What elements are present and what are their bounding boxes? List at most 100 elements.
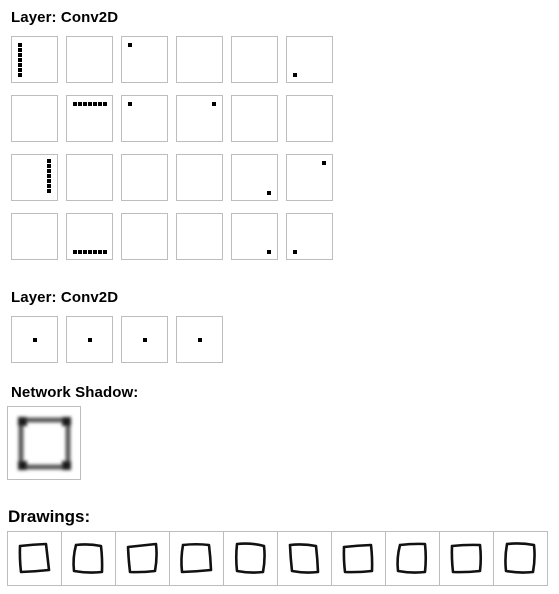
layer-1-filter-weights: [322, 161, 326, 165]
filter-pixel: [18, 73, 22, 77]
layer-1-filter-cell: [66, 213, 113, 260]
drawing-stroke: [18, 542, 51, 574]
hand-drawn-square-icon: [450, 543, 483, 574]
layer-1-filter-weights: [177, 214, 222, 259]
filter-pixel: [322, 161, 326, 165]
drawing-thumbnail: [223, 531, 278, 586]
filter-pixel: [73, 102, 77, 106]
layer-1-filter-weights: [73, 102, 107, 106]
filter-pixel: [128, 102, 132, 106]
filter-pixel: [88, 338, 92, 342]
hand-drawn-square-icon: [126, 542, 158, 574]
layer-1-filter-weights: [212, 102, 216, 106]
drawing-thumbnail: [115, 531, 170, 586]
layer-1-filter-cell: [286, 213, 333, 260]
hand-drawn-square-icon: [288, 543, 320, 574]
layer-2-filter-cell: [176, 316, 223, 363]
layer-1-filter-cell: [66, 36, 113, 83]
layer-1-filter-cell: [121, 154, 168, 201]
layer-1-filter-weights: [128, 43, 132, 47]
layer-1-filter-weights: [73, 250, 107, 254]
layer-1-filter-weights: [232, 96, 277, 141]
drawing-stroke: [396, 542, 428, 574]
filter-pixel: [47, 184, 51, 188]
filter-pixel: [18, 63, 22, 67]
filter-pixel: [47, 174, 51, 178]
layer-1-filter-grid: [11, 36, 333, 260]
drawing-thumbnail: [493, 531, 548, 586]
network-shadow-icon: [18, 417, 71, 470]
layer-1-filter-cell: [121, 213, 168, 260]
layer-1-filter-weights: [67, 155, 112, 200]
hand-drawn-square-icon: [504, 542, 536, 574]
layer-2-filter-weights: [198, 338, 202, 342]
filter-pixel: [267, 191, 271, 195]
drawing-thumbnail: [169, 531, 224, 586]
layer-1-filter-weights: [12, 214, 57, 259]
layer-2-filter-weights: [88, 338, 92, 342]
filter-pixel: [88, 250, 92, 254]
layer-1-filter-cell: [176, 95, 223, 142]
layer-1-filter-cell: [176, 154, 223, 201]
drawing-stroke: [288, 543, 320, 574]
layer-1-filter-cell: [286, 36, 333, 83]
filter-pixel: [103, 102, 107, 106]
layer-1-title: Layer: Conv2D: [11, 9, 119, 26]
drawing-thumbnail: [385, 531, 440, 586]
layer-1-filter-weights: [177, 37, 222, 82]
filter-pixel: [47, 169, 51, 173]
layer-1-filter-cell: [11, 213, 58, 260]
drawings-strip: [7, 531, 548, 586]
hand-drawn-square-icon: [18, 542, 51, 574]
layer-1-filter-cell: [176, 213, 223, 260]
layer-1-filter-cell: [286, 95, 333, 142]
layer-2-filter-grid: [11, 316, 223, 363]
layer-1-filter-cell: [66, 95, 113, 142]
drawing-thumbnail: [439, 531, 494, 586]
layer-1-filter-cell: [11, 36, 58, 83]
layer-2-title: Layer: Conv2D: [11, 289, 119, 306]
filter-pixel: [93, 250, 97, 254]
filter-pixel: [143, 338, 147, 342]
layer-1-filter-weights: [267, 191, 271, 195]
layer-1-filter-cell: [231, 213, 278, 260]
layer-1-filter-weights: [232, 37, 277, 82]
filter-pixel: [128, 43, 132, 47]
filter-pixel: [98, 102, 102, 106]
layer-1-filter-weights: [12, 96, 57, 141]
filter-pixel: [18, 43, 22, 47]
layer-1-filter-weights: [122, 214, 167, 259]
drawing-stroke: [504, 542, 536, 574]
filter-pixel: [18, 68, 22, 72]
layer-1-filter-weights: [128, 102, 132, 106]
layer-1-filter-cell: [66, 154, 113, 201]
layer-1-filter-weights: [267, 250, 271, 254]
layer-1-filter-cell: [231, 36, 278, 83]
network-shadow-image: [7, 406, 81, 480]
layer-2-filter-weights: [33, 338, 37, 342]
layer-1-filter-cell: [176, 36, 223, 83]
filter-pixel: [83, 250, 87, 254]
drawing-stroke: [234, 542, 266, 574]
hand-drawn-square-icon: [72, 543, 104, 574]
drawing-thumbnail: [61, 531, 116, 586]
layer-2-filter-cell: [121, 316, 168, 363]
layer-1-filter-weights: [67, 37, 112, 82]
drawing-thumbnail: [7, 531, 62, 586]
drawing-stroke: [126, 542, 158, 574]
hand-drawn-square-icon: [342, 543, 374, 574]
hand-drawn-square-icon: [396, 542, 428, 574]
hand-drawn-square-icon: [180, 542, 213, 574]
layer-2-filter-cell: [66, 316, 113, 363]
drawings-title: Drawings:: [8, 507, 91, 526]
filter-pixel: [18, 58, 22, 62]
filter-pixel: [18, 53, 22, 57]
layer-1-filter-cell: [121, 95, 168, 142]
filter-pixel: [78, 102, 82, 106]
filter-pixel: [103, 250, 107, 254]
drawing-thumbnail: [277, 531, 332, 586]
layer-2-filter-weights: [143, 338, 147, 342]
filter-pixel: [267, 250, 271, 254]
layer-1-filter-cell: [121, 36, 168, 83]
layer-1-filter-cell: [11, 95, 58, 142]
